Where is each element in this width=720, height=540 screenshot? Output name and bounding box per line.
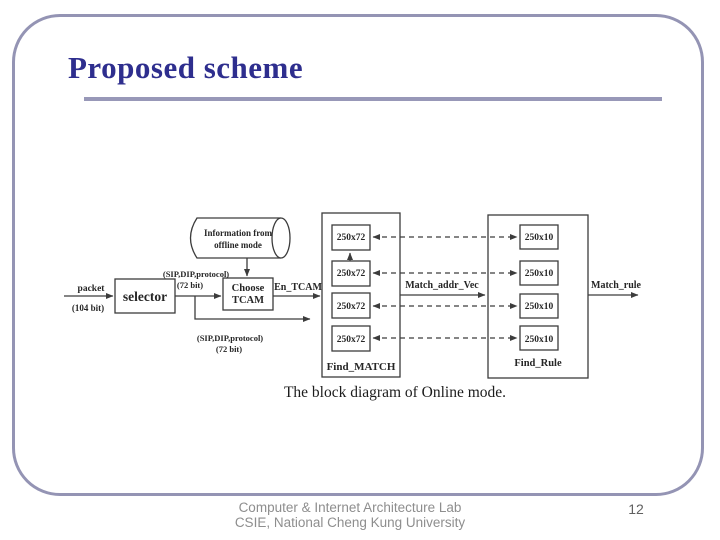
signal-top-line2: (72 bit) — [177, 280, 203, 290]
en-tcam-label: En_TCAM — [274, 282, 322, 293]
packet-width-label: (104 bit) — [72, 303, 104, 313]
find-rule-block — [487, 214, 589, 379]
rule-cell-3 — [519, 293, 559, 319]
rule-cell-2 — [519, 260, 559, 286]
rule-cell-1-label: 250x10 — [525, 233, 554, 243]
offline-store-line1: Information from — [204, 228, 273, 238]
rule-cell-4 — [519, 325, 559, 351]
match-addr-vec-label: Match_addr_Vec — [405, 280, 479, 291]
selector-box — [114, 278, 176, 314]
signal-top-line1: (SIP,DIP,protocol) — [163, 269, 229, 279]
find-match-block — [321, 212, 401, 378]
offline-store-cylinder — [189, 217, 281, 259]
tcam-cell-4-label: 250x72 — [337, 335, 366, 345]
diagram-caption: The block diagram of Online mode. — [283, 384, 507, 401]
tcam-cell-4 — [331, 325, 371, 352]
signal-bottom-line2: (72 bit) — [216, 344, 242, 354]
selector-branch-arrow — [194, 296, 311, 322]
choose-tcam-box — [222, 277, 274, 311]
slide-title: Proposed scheme — [68, 50, 304, 85]
packet-label: packet — [78, 284, 106, 294]
tcam-cell-1-label: 250x72 — [337, 233, 366, 243]
title-underline — [84, 97, 662, 101]
tcam-cell-1 — [331, 224, 371, 251]
selector-label: selector — [123, 289, 167, 304]
rule-cell-3-label: 250x10 — [525, 302, 554, 312]
page-number: 12 — [628, 501, 644, 517]
tcam-cell-2-label: 250x72 — [337, 269, 366, 279]
tcam-cell-3 — [331, 292, 371, 319]
rule-cell-1 — [519, 224, 559, 250]
match-rule-label: Match_rule — [591, 280, 642, 291]
offline-store-line2: offline mode — [214, 240, 262, 250]
slide-border-frame — [12, 14, 704, 496]
rule-cell-4-label: 250x10 — [525, 335, 554, 345]
rule-cell-2-label: 250x10 — [525, 269, 554, 279]
footer: Computer & Internet Architecture Lab CSI… — [120, 500, 580, 530]
footer-line1: Computer & Internet Architecture Lab — [238, 500, 462, 515]
choose-tcam-line2: TCAM — [232, 295, 264, 306]
tcam-cell-3-label: 250x72 — [337, 302, 366, 312]
signal-bottom-line1: (SIP,DIP,protocol) — [197, 333, 263, 343]
find-rule-label: Find_Rule — [514, 358, 562, 369]
choose-tcam-line1: Choose — [232, 283, 265, 294]
find-match-label: Find_MATCH — [327, 361, 396, 373]
tcam-cell-2 — [331, 260, 371, 287]
footer-line2: CSIE, National Cheng Kung University — [234, 515, 466, 530]
offline-store-cylinder-cap — [271, 217, 291, 259]
